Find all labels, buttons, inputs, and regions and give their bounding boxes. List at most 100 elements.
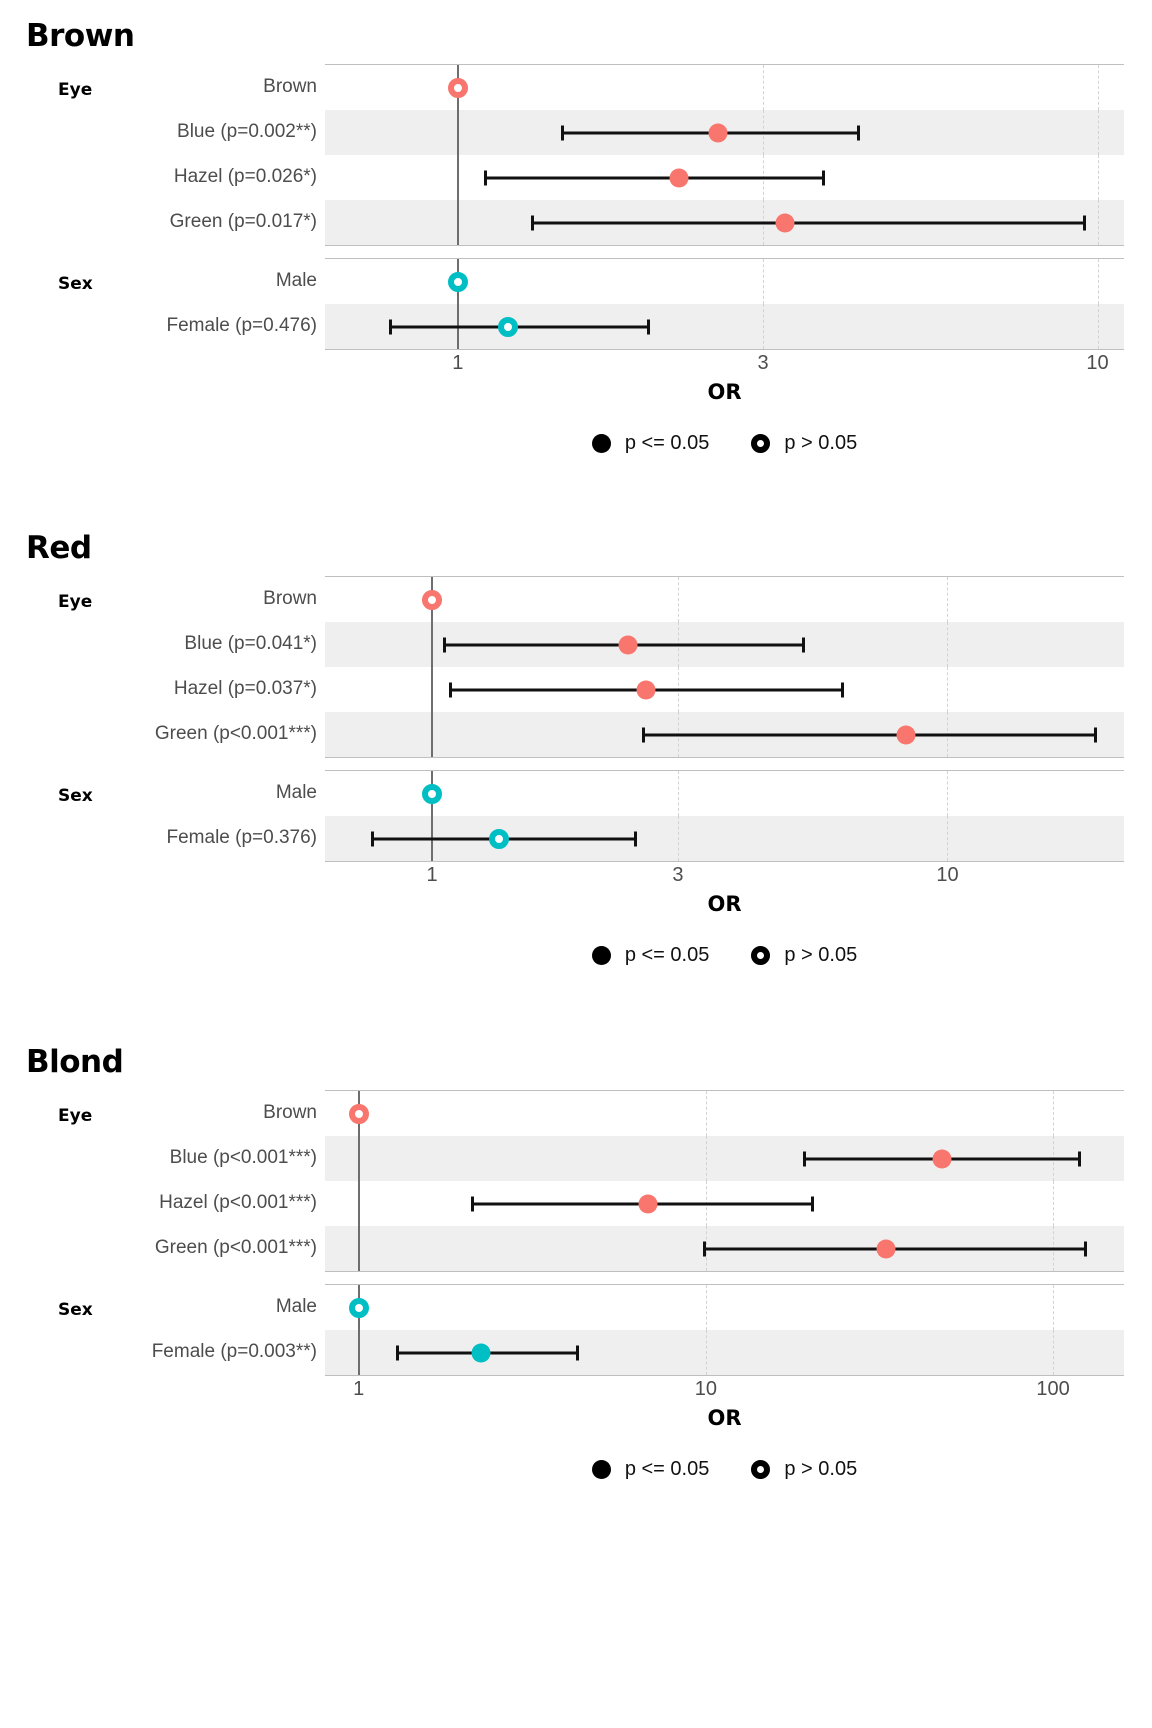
forest-row [325,1285,1124,1330]
forest-row [325,1181,1124,1226]
row-label: Male [275,1295,317,1317]
row-plot-area [325,155,1124,200]
forest-row [325,110,1124,155]
point-estimate [896,725,916,744]
gridline [947,771,949,816]
point-estimate [775,213,795,232]
ci-cap-lower [802,1151,806,1166]
forest-row [325,304,1124,349]
ci-cap-lower [370,831,374,846]
row-plot-area [325,1330,1124,1375]
gridline [947,816,949,861]
group-label-eye: Eye [58,80,93,100]
gridline [1097,155,1100,200]
row-label: Brown [263,1101,317,1123]
point-estimate [422,783,443,804]
x-tick-label: 10 [936,864,959,886]
ci-cap-lower [470,1196,474,1211]
open-circle-icon [751,946,771,965]
row-plot-area [325,304,1124,349]
legend-item-significant[interactable]: p <= 0.05 [591,432,710,455]
point-estimate [932,1149,952,1168]
panel-title-brown: Brown [26,18,135,54]
panel-title-blond: Blond [26,1044,124,1080]
row-label: Green (p<0.001***) [154,1236,317,1258]
row-plot-area [325,1181,1124,1226]
gridline [705,1136,708,1181]
point-estimate [638,1194,658,1213]
point-estimate [348,1103,369,1124]
gridline [705,1330,708,1375]
ci-cap-lower [641,727,645,742]
point-estimate [636,680,656,699]
x-axis-title: OR [707,892,742,916]
point-estimate [669,168,689,187]
x-axis-title: OR [707,1406,742,1430]
legend-item-significant[interactable]: p <= 0.05 [591,1458,710,1481]
row-plot-area [325,1226,1124,1271]
row-label: Female (p=0.003**) [151,1340,317,1362]
row-plot-area [325,667,1124,712]
forest-row [325,1091,1124,1136]
legend-item-nonsignificant[interactable]: p > 0.05 [751,944,857,967]
legend-label-nonsignificant: p > 0.05 [784,1458,858,1480]
legend-label-significant: p <= 0.05 [624,1458,710,1480]
row-plot-area [325,771,1124,816]
filled-circle-icon [591,946,611,965]
panel-title-red: Red [26,530,92,566]
ci-cap-upper [802,637,806,652]
forest-row [325,259,1124,304]
row-label: Blue (p=0.002**) [177,120,317,142]
gridline [705,1091,708,1136]
x-tick-label: 3 [757,352,769,374]
ci-cap-upper [575,1345,579,1360]
legend-item-nonsignificant[interactable]: p > 0.05 [751,1458,857,1481]
row-label: Male [275,781,317,803]
ci-cap-lower [442,637,446,652]
forest-row [325,155,1124,200]
ci-cap-upper [1083,1241,1087,1256]
gridline [1097,110,1100,155]
point-estimate [489,828,510,849]
ci-cap-lower [484,170,488,185]
row-plot-area [325,110,1124,155]
gridline [947,622,949,667]
open-circle-icon [751,1460,771,1479]
forest-row [325,816,1124,861]
gridline [1053,1330,1055,1375]
facet-blond-sex [325,1284,1124,1376]
group-label-sex: Sex [58,786,93,806]
point-estimate [618,635,638,654]
ci-cap-upper [822,170,826,185]
legend-item-nonsignificant[interactable]: p > 0.05 [751,432,857,455]
ci-cap-lower [561,125,565,140]
legend-label-significant: p <= 0.05 [624,432,710,454]
facet-brown-eye [325,64,1124,246]
group-label-eye: Eye [58,592,93,612]
row-label: Hazel (p=0.037*) [173,677,317,699]
row-label: Blue (p<0.001***) [169,1146,317,1168]
reference-line [431,667,434,712]
ci-cap-lower [530,215,534,230]
point-estimate [498,316,519,337]
forest-row [325,200,1124,245]
x-tick-label: 1 [426,864,438,886]
row-plot-area [325,816,1124,861]
forest-row [325,712,1124,757]
gridline [947,577,949,622]
row-label: Female (p=0.376) [166,826,318,848]
facet-red-eye [325,576,1124,758]
legend-item-significant[interactable]: p <= 0.05 [591,944,709,967]
point-estimate [708,123,728,142]
ci-cap-upper [1083,215,1087,230]
row-label: Green (p<0.001***) [154,722,317,744]
x-axis-title: OR [707,380,742,404]
reference-line [357,1226,360,1271]
gridline [1053,1181,1055,1226]
gridline [763,259,765,304]
row-label: Hazel (p<0.001***) [159,1191,317,1213]
group-label-sex: Sex [58,1300,93,1320]
reference-line [357,1181,360,1226]
group-label-eye: Eye [58,1106,93,1126]
